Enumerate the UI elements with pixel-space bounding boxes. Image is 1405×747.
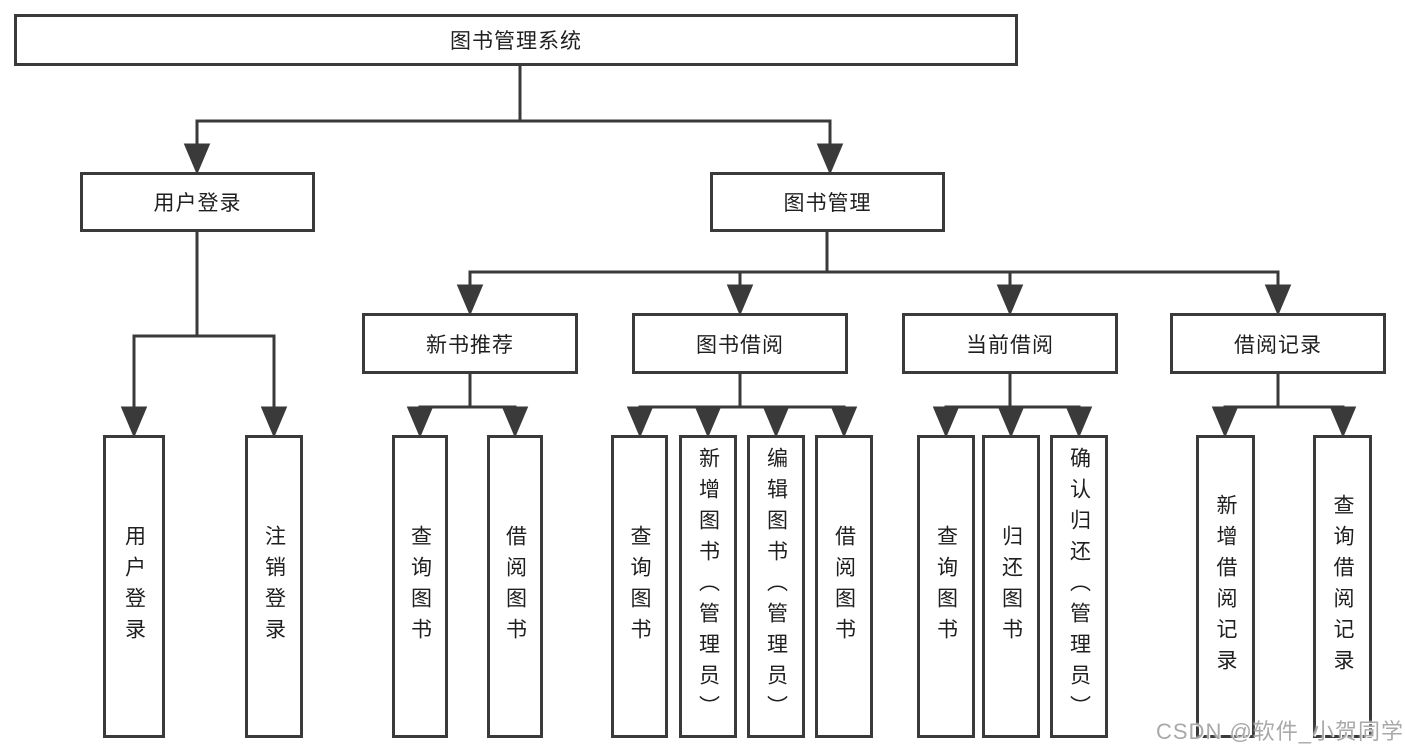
leaf-edit-book-admin: 编辑图书（管理员） [747, 435, 805, 738]
leaf-label: 注销登录 [262, 524, 286, 649]
node-book-management: 图书管理 [710, 172, 945, 232]
leaf-add-book-admin: 新增图书（管理员） [679, 435, 737, 738]
node-user-login: 用户登录 [80, 172, 315, 232]
node-current-borrow: 当前借阅 [902, 313, 1118, 374]
leaf-label: 查询图书 [934, 524, 958, 649]
leaf-label: 查询图书 [408, 524, 432, 649]
leaf-query-borrow-record: 查询借阅记录 [1313, 435, 1372, 738]
leaf-user-login: 用户登录 [103, 435, 165, 738]
node-root-system: 图书管理系统 [14, 14, 1018, 66]
leaf-label: 新增图书（管理员） [696, 447, 720, 726]
leaf-borrow-books-recommend: 借阅图书 [487, 435, 543, 738]
leaf-label: 归还图书 [999, 524, 1023, 649]
leaf-confirm-return-admin: 确认归还（管理员） [1050, 435, 1108, 738]
leaf-label: 查询借阅记录 [1331, 493, 1354, 680]
leaf-label: 确认归还（管理员） [1067, 447, 1091, 726]
leaf-query-books-recommend: 查询图书 [392, 435, 448, 738]
leaf-label: 用户登录 [122, 524, 146, 649]
csdn-watermark: CSDN @软件_小贺同学 [1156, 719, 1405, 744]
node-book-borrow: 图书借阅 [632, 313, 848, 374]
leaf-label: 新增借阅记录 [1214, 493, 1237, 680]
leaf-label: 借阅图书 [503, 524, 527, 649]
leaf-add-borrow-record: 新增借阅记录 [1196, 435, 1255, 738]
leaf-label: 查询图书 [628, 524, 651, 649]
node-borrow-records: 借阅记录 [1170, 313, 1386, 374]
leaf-return-book: 归还图书 [982, 435, 1040, 738]
leaf-label: 借阅图书 [832, 524, 856, 649]
node-new-book-recommend: 新书推荐 [362, 313, 578, 374]
leaf-logout: 注销登录 [245, 435, 303, 738]
leaf-query-books-borrow: 查询图书 [611, 435, 668, 738]
leaf-borrow-books-borrow: 借阅图书 [815, 435, 873, 738]
leaf-query-books-current: 查询图书 [917, 435, 975, 738]
leaf-label: 编辑图书（管理员） [764, 447, 788, 726]
